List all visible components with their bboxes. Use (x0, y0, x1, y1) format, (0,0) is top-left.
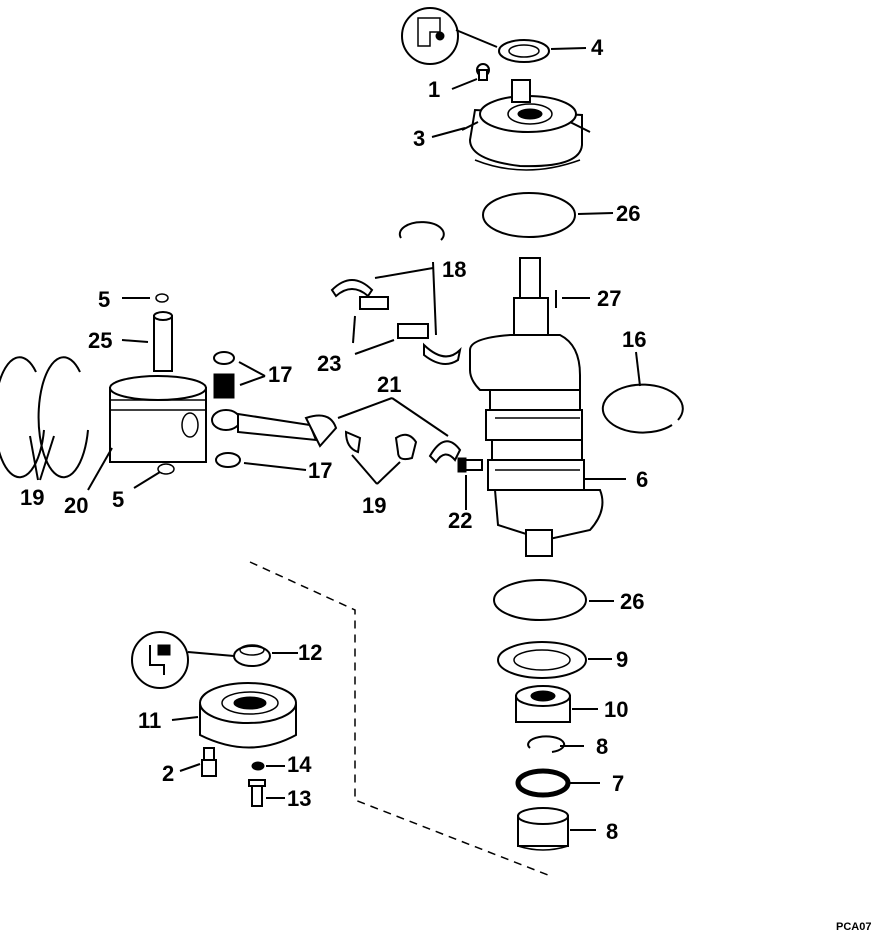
leader-17b (239, 375, 266, 386)
part-14-bolt (248, 779, 266, 807)
leader-19a (351, 454, 378, 485)
part-23-bearing-cap (428, 440, 462, 464)
callout-5-top: 5 (98, 287, 110, 312)
leader-12 (171, 716, 199, 721)
leader-22 (121, 339, 149, 343)
callout-17-top: 17 (268, 362, 292, 387)
leader-18a (374, 267, 434, 279)
leader-17c (243, 462, 307, 471)
leader-4 (550, 47, 587, 50)
callout-22: 25 (88, 328, 112, 353)
callout-26-bottom: 26 (620, 589, 644, 614)
part-5-clip-top (155, 293, 169, 303)
callout-17-bottom: 17 (308, 458, 332, 483)
callout-20: 19 (20, 485, 44, 510)
callout-5-bottom: 5 (112, 487, 124, 512)
leader-5b (133, 471, 161, 489)
callout-19-label: 19 (362, 493, 386, 518)
leader-19b (376, 461, 401, 485)
leader-25b (354, 339, 395, 355)
part-8-sleeve (517, 807, 569, 851)
leader-3 (431, 127, 466, 138)
callout-25: 23 (317, 351, 341, 376)
part-12-lower-housing (199, 682, 297, 749)
callout-8-label: 8 (606, 819, 618, 844)
leader-2 (179, 763, 201, 772)
callout-7: 7 (612, 771, 624, 796)
callout-23: 21 (377, 372, 401, 397)
part-26-oring-bottom (493, 579, 587, 621)
callout-14: 13 (287, 786, 311, 811)
part-20-ring-b (37, 356, 89, 479)
leader-17a (238, 361, 266, 377)
leader-26a (577, 212, 614, 215)
connecting-rod (211, 409, 338, 448)
part-17-washer-bottom (215, 452, 241, 468)
callout-21: 20 (64, 493, 88, 518)
callout-9: 8 (596, 734, 608, 759)
callout-13: 12 (298, 640, 322, 665)
leader-23b (391, 397, 449, 437)
part-13-seal (233, 644, 271, 667)
sealant-icon (131, 631, 235, 689)
callout-2: 2 (162, 761, 174, 786)
part-18-retaining-ring (398, 221, 445, 241)
part-10-gasket (497, 641, 587, 679)
callout-11: 10 (604, 697, 628, 722)
leader-23a (337, 397, 393, 419)
part-25-bearing-upper (330, 279, 374, 298)
leader-25a (352, 315, 356, 344)
callout-4: 4 (591, 35, 604, 60)
callout-6: 6 (636, 467, 648, 492)
leader-16 (635, 351, 641, 387)
part-15-washer (251, 761, 265, 771)
part-21-piston (109, 375, 207, 463)
part-26-oring-top (482, 192, 576, 238)
callout-16: 16 (622, 327, 646, 352)
part-9-retaining-ring (527, 735, 566, 753)
callout-3: 3 (413, 126, 425, 151)
callout-26-top: 26 (616, 201, 640, 226)
part-5-clip-bottom (157, 463, 175, 475)
part-2-bolt (201, 747, 217, 777)
part-17-washer-top (213, 351, 235, 365)
part-19-bearing-halves (344, 430, 418, 461)
part-11-ball-bearing (515, 685, 571, 723)
part-7-seal (515, 768, 571, 798)
part-4-seal (498, 39, 550, 63)
leader-18b (432, 261, 437, 336)
callout-10: 9 (616, 647, 628, 672)
callout-27: 27 (597, 286, 621, 311)
part-20-ring-a (0, 356, 45, 479)
callout-18: 18 (442, 257, 466, 282)
part-24-screw (457, 457, 483, 473)
callout-24: 22 (448, 508, 472, 533)
seal-lubricant-icon (401, 7, 498, 65)
callout-1: 1 (428, 77, 440, 102)
alignment-dashed-line (249, 561, 549, 876)
part-16-snap-ring (601, 383, 684, 434)
callout-15: 14 (287, 752, 312, 777)
part-1-plug (476, 63, 490, 81)
leader-20b (39, 435, 55, 481)
part-22-wrist-pin (153, 311, 173, 372)
figure-code: PCA07 (836, 921, 871, 933)
part-17-needle-bearing (213, 373, 235, 399)
callout-12: 11 (138, 708, 161, 733)
leader-20a (29, 435, 39, 481)
leader-1 (451, 78, 478, 90)
part-25-bearing-cage (359, 296, 462, 365)
part-6-crankshaft (469, 257, 604, 557)
leader-21 (87, 447, 113, 491)
part-3-upper-housing (461, 79, 591, 171)
